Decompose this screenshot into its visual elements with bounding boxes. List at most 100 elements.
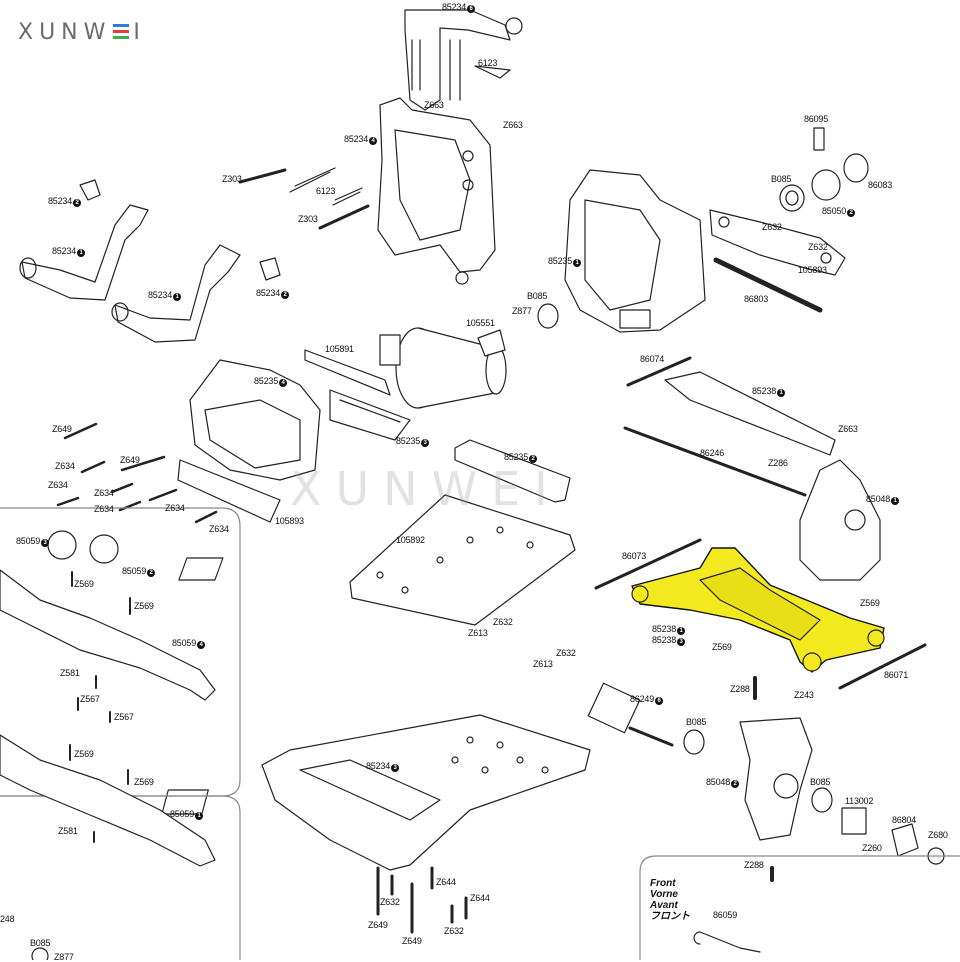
part-number-text: Z877	[54, 952, 74, 962]
inset-pins	[69, 571, 131, 843]
part-number-text: Z632	[380, 897, 400, 907]
part-number-text: 86095	[804, 114, 829, 124]
part-label: 86803	[744, 294, 768, 304]
plate-105892	[178, 494, 576, 626]
part-label: Z877	[54, 952, 74, 962]
part-number-text: 105891	[325, 344, 354, 354]
part-number-text: 85234	[344, 134, 369, 144]
bearing-b085-mid	[537, 303, 559, 329]
part-variant-badge: 4	[279, 379, 288, 387]
part-number-text: 105893	[275, 516, 304, 526]
part-label: 105551	[466, 318, 495, 328]
part-number-text: Z569	[74, 579, 94, 589]
part-number-text: 85235	[504, 452, 529, 462]
part-number-text: Z632	[444, 926, 464, 936]
part-number-text: 248	[0, 914, 15, 924]
part-number-text: Z569	[74, 749, 94, 759]
part-number-text: Z632	[762, 222, 782, 232]
part-number-text: 105551	[466, 318, 495, 328]
front-note-line: Avant	[650, 900, 678, 911]
part-number-text: Z663	[503, 120, 523, 130]
part-label: 105893	[275, 516, 304, 526]
pin-z303-bottom	[318, 204, 370, 230]
brand-logo: XUNW I	[18, 20, 146, 45]
part-number-text: 86804	[892, 815, 917, 825]
inset-panel-left	[0, 507, 241, 960]
part-label: Z649	[120, 455, 140, 465]
part-number-text: Z632	[808, 242, 828, 252]
part-number-text: Z613	[533, 659, 553, 669]
part-number-text: Z634	[94, 488, 114, 498]
part-variant-badge: 1	[573, 259, 582, 267]
part-number-text: 86071	[884, 670, 909, 680]
part-number-text: 85235	[548, 256, 573, 266]
part-label: Z569	[134, 777, 154, 787]
part-label: Z644	[470, 893, 490, 903]
part-variant-badge: 1	[891, 497, 900, 505]
part-label: Z644	[436, 877, 456, 887]
part-number-text: Z632	[556, 648, 576, 658]
clip-6123-a	[289, 167, 336, 193]
clip-6123-b	[332, 187, 363, 206]
part-variant-badge: 1	[77, 249, 86, 257]
part-number-text: Z581	[60, 668, 80, 678]
part-number-text: Z288	[744, 860, 764, 870]
part-number-text: 113002	[845, 796, 874, 806]
part-number-text: Z634	[55, 461, 75, 471]
brand-logo-tail: I	[133, 20, 146, 45]
part-number-text: Z632	[493, 617, 513, 627]
part-number-text: 86803	[744, 294, 769, 304]
part-number-text: Z680	[928, 830, 948, 840]
part-label: 86071	[884, 670, 908, 680]
shock-tower-rear	[404, 9, 523, 111]
gearbox-half	[564, 169, 706, 333]
part-label: 86059	[713, 910, 737, 920]
part-number-text: 85059	[122, 566, 147, 576]
part-number-text: 85234	[442, 2, 467, 12]
lever-105891	[304, 349, 391, 396]
part-number-text: Z567	[114, 712, 134, 722]
part-variant-badge: 1	[173, 293, 182, 301]
watermark: XUNWEI	[290, 462, 562, 516]
part-number-text: Z649	[402, 936, 422, 946]
rear-hinge-mount	[709, 209, 846, 276]
part-variant-badge: 6	[655, 697, 664, 705]
part-number-text: Z663	[424, 100, 444, 110]
part-number-text: 85234	[52, 246, 77, 256]
part-label: Z877	[512, 306, 532, 316]
front-note-line: フロント	[650, 911, 690, 922]
part-number-text: Z569	[134, 601, 154, 611]
brand-logo-text: XUNW	[18, 20, 112, 45]
part-number-text: Z303	[298, 214, 318, 224]
part-number-text: 85238	[652, 635, 677, 645]
pin-86073	[594, 538, 702, 590]
part-number-text: Z649	[52, 424, 72, 434]
part-variant-badge: 1	[677, 627, 686, 635]
part-label: Z632	[493, 617, 513, 627]
part-label: 248	[0, 914, 15, 924]
inset-panel-right	[639, 855, 960, 960]
spacer-113002	[841, 807, 867, 835]
part-label: 105893	[798, 265, 827, 275]
part-label: Z569	[712, 642, 732, 652]
part-variant-badge: 4	[197, 641, 206, 649]
part-number-text: 85059	[170, 809, 195, 819]
pin-86071	[838, 643, 927, 690]
part-label: Z632	[380, 897, 400, 907]
part-number-text: Z649	[368, 920, 388, 930]
part-number-text: Z288	[730, 684, 750, 694]
part-label: 86246	[700, 448, 724, 458]
part-number-text: 85234	[48, 196, 73, 206]
part-label: Z649	[368, 920, 388, 930]
part-number-text: Z877	[512, 306, 532, 316]
part-number-text: 85234	[148, 290, 173, 300]
part-number-text: Z634	[48, 480, 68, 490]
body-clip-right	[259, 257, 281, 281]
